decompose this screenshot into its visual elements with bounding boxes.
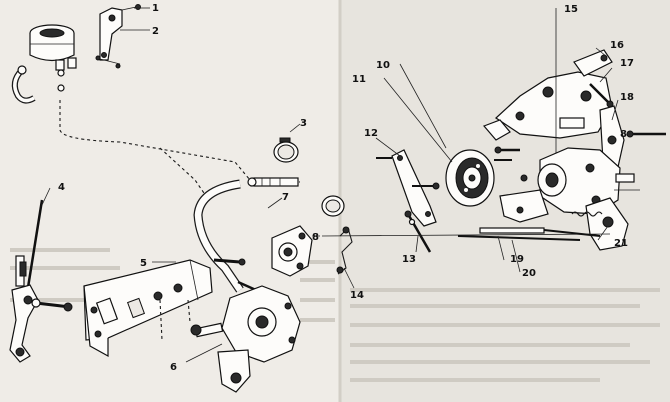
hose-clamp [273,137,299,163]
long-bolt [626,130,666,138]
reservoir-hose [11,65,65,104]
pump-housing [271,225,313,277]
callout-5: 5 [140,258,147,269]
adjuster-rod [457,235,581,241]
callout-3: 3 [300,118,307,129]
pushrod [479,227,601,237]
feed-line [159,147,207,197]
callout-1: 1 [152,3,159,14]
callout-10: 10 [376,60,390,71]
callout-12: 12 [364,128,378,139]
pulley-bolts [494,146,520,161]
fluid-reservoir [29,24,77,71]
pulley [445,149,495,207]
callout-19: 19 [510,254,524,265]
callout-2: 2 [152,26,159,37]
leader-lines-left [41,7,301,363]
callout-6: 6 [170,362,177,373]
lower-bracket [499,189,629,251]
union-fitting [247,177,299,187]
leader-lines-right [343,47,619,289]
crossmember-bolt [31,298,73,312]
tie-rod [9,199,44,363]
power-steering-pump [520,147,640,215]
callout-16: 16 [610,40,624,51]
crossmember [83,259,213,358]
mount-dash-2 [187,299,191,323]
callout-14: 14 [350,290,364,301]
mount-dash-1 [159,299,163,341]
callout-8-right: 8 [620,129,627,140]
callout-18: 18 [620,92,634,103]
adjusting-strap [573,49,614,108]
callout-21: 21 [614,238,628,249]
adjusting-bolt [404,210,432,253]
callout-13: 13 [402,254,416,265]
callout-4: 4 [58,182,65,193]
reservoir-bracket [99,4,141,61]
hose-clamp-lower [321,195,345,217]
callout-15: 15 [564,4,578,15]
callout-11: 11 [352,74,366,85]
spring [571,211,603,217]
callout-20: 20 [522,268,536,279]
adjusting-bracket [376,149,440,227]
callout-17: 17 [620,58,634,69]
callout-7: 7 [282,192,289,203]
bracket-bolts [95,55,121,69]
callout-8-left: 8 [312,232,319,243]
return-line [59,100,301,183]
pump-mounting-bracket [482,8,613,196]
bleed-through-text [10,248,660,382]
steering-gearbox [190,285,301,393]
mount-bolts [213,258,257,292]
alignment-axis [321,233,611,237]
